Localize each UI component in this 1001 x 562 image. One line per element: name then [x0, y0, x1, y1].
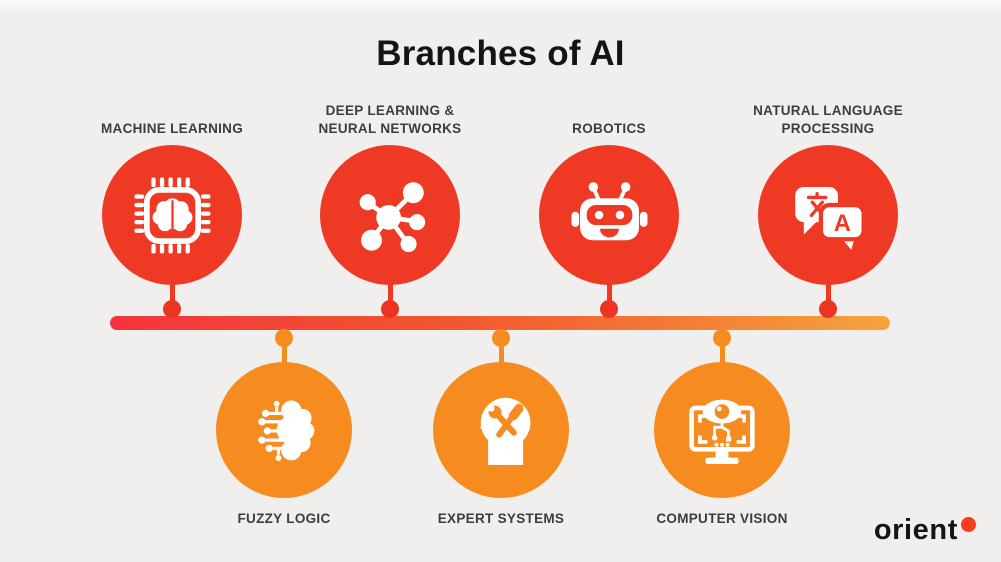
svg-text:A: A: [833, 210, 850, 237]
branch-connector-dot: [713, 329, 731, 347]
head-tools-icon: [479, 397, 531, 465]
circuit-brain-icon: [258, 400, 315, 462]
branch-circle: [216, 362, 352, 498]
branch-connector-stem: [169, 280, 175, 310]
branch-circle: A: [758, 145, 898, 285]
branch-circle: [433, 362, 569, 498]
page-title: Branches of AI: [376, 34, 625, 73]
branch-connector-dot: [492, 329, 510, 347]
branch-connector-stem: [387, 280, 393, 310]
branch-connector-stem: [498, 338, 504, 364]
branch-label: COMPUTER VISION: [656, 511, 788, 526]
neural-network-icon: [359, 181, 425, 252]
branch-circle: [320, 145, 460, 285]
branch-label: FUZZY LOGIC: [237, 511, 331, 526]
branch-connector-dot: [600, 300, 618, 318]
branch-label: ROBOTICS: [572, 121, 646, 136]
branch-label: MACHINE LEARNING: [100, 121, 244, 136]
monitor-eye-icon: [689, 399, 755, 465]
branch-connector-stem: [606, 280, 612, 310]
timeline-bar: [110, 316, 890, 330]
branch-connector-dot: [819, 300, 837, 318]
translation-icon: A: [794, 186, 866, 250]
brand-logo-dot-icon: [961, 517, 976, 532]
branch-connector-stem: [281, 338, 287, 364]
branch-circle: [654, 362, 790, 498]
brand-logo: orient: [874, 516, 976, 545]
branch-label: EXPERT SYSTEMS: [437, 511, 565, 526]
branch-circle: [102, 145, 242, 285]
branch-connector-dot: [163, 300, 181, 318]
branch-circle: [539, 145, 679, 285]
branch-connector-dot: [381, 300, 399, 318]
brand-logo-text: orient: [873, 514, 958, 546]
branch-connector-stem: [825, 280, 831, 310]
chip-brain-icon: [134, 177, 210, 253]
branch-label: NATURAL LANGUAGE PROCESSING: [753, 103, 903, 136]
branch-connector-stem: [719, 338, 725, 364]
robot-icon: [571, 181, 647, 240]
branch-connector-dot: [275, 329, 293, 347]
branch-label: DEEP LEARNING & NEURAL NETWORKS: [318, 103, 462, 136]
